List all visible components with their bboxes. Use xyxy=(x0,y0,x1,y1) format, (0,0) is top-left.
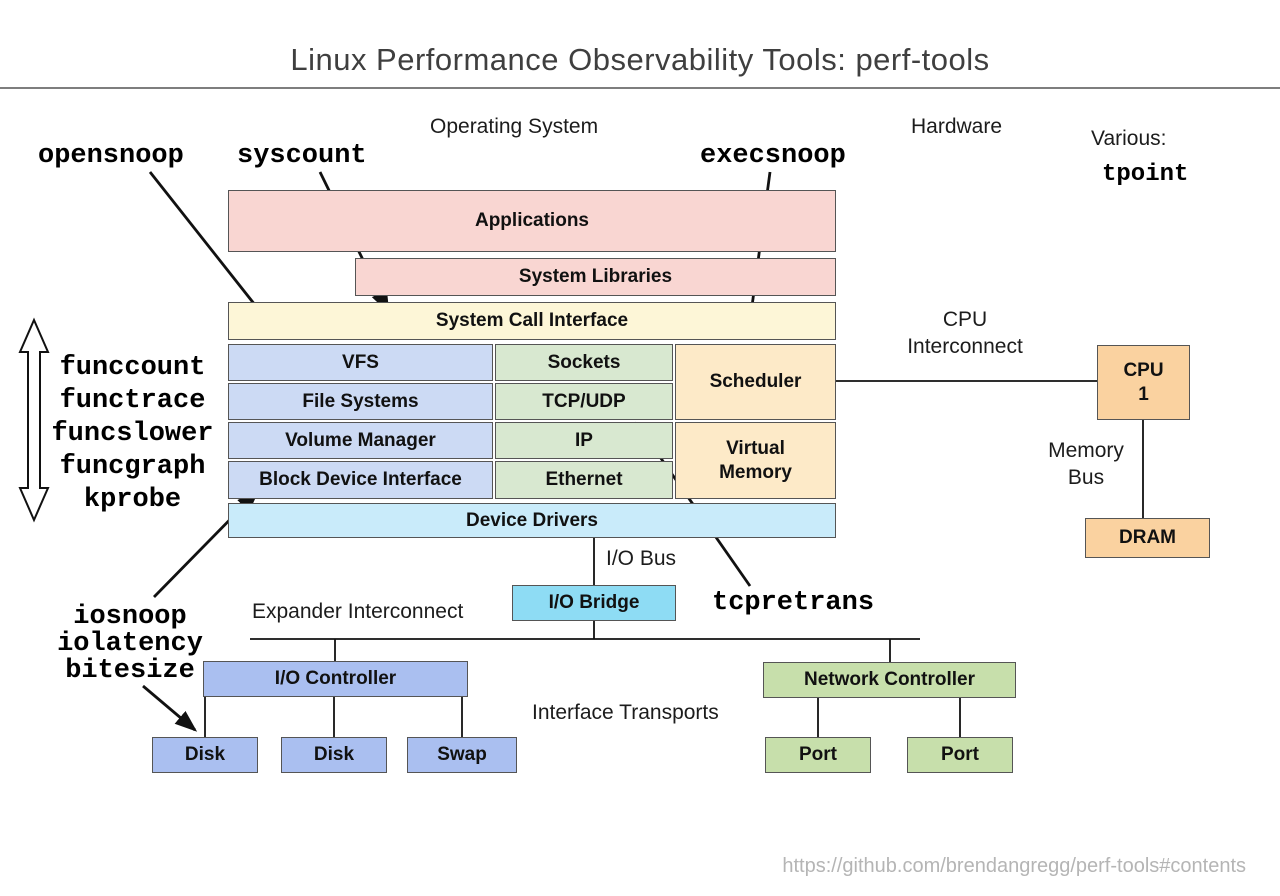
expander-interconnect-label: Expander Interconnect xyxy=(252,600,464,623)
volume-manager-box: Volume Manager xyxy=(228,422,493,459)
tool-funccount: funccount xyxy=(59,353,206,383)
network-controller-box: Network Controller xyxy=(763,662,1016,698)
func-tool-group: funccount functrace funcslower funcgraph… xyxy=(40,352,225,517)
dram-box: DRAM xyxy=(1085,518,1210,558)
tool-tcpretrans: tcpretrans xyxy=(712,588,875,618)
block-device-interface-box: Block Device Interface xyxy=(228,461,493,499)
interface-transports-label: Interface Transports xyxy=(532,701,719,724)
tool-iosnoop: iosnoop xyxy=(73,602,187,632)
disk2-box: Disk xyxy=(281,737,387,773)
io-bus-label: I/O Bus xyxy=(606,547,677,570)
tool-execsnoop: execsnoop xyxy=(700,141,846,171)
ethernet-box: Ethernet xyxy=(495,461,673,499)
scheduler-box: Scheduler xyxy=(675,344,836,420)
io-controller-box: I/O Controller xyxy=(203,661,468,697)
tool-syscount: syscount xyxy=(237,141,367,171)
tool-functrace: functrace xyxy=(59,386,206,416)
tool-kprobe: kprobe xyxy=(83,485,182,515)
io-bridge-box: I/O Bridge xyxy=(512,585,676,621)
cpu-box: CPU 1 xyxy=(1097,345,1190,420)
virtual-memory-box: Virtual Memory xyxy=(675,422,836,499)
footer-url: https://github.com/brendangregg/perf-too… xyxy=(782,855,1246,877)
tool-bitesize: bitesize xyxy=(65,656,195,686)
sockets-box: Sockets xyxy=(495,344,673,381)
tool-funcgraph: funcgraph xyxy=(59,452,206,482)
vfs-box: VFS xyxy=(228,344,493,381)
device-drivers-box: Device Drivers xyxy=(228,503,836,538)
port2-box: Port xyxy=(907,737,1013,773)
applications-box: Applications xyxy=(228,190,836,252)
tool-tpoint: tpoint xyxy=(1102,161,1189,188)
io-tool-group: iosnoop iolatency bitesize xyxy=(44,604,216,685)
system-libraries-box: System Libraries xyxy=(355,258,836,296)
disk1-box: Disk xyxy=(152,737,258,773)
various-label: Various: xyxy=(1091,127,1167,150)
page-title: Linux Performance Observability Tools: p… xyxy=(290,42,990,77)
tcp-udp-box: TCP/UDP xyxy=(495,383,673,420)
ip-box: IP xyxy=(495,422,673,459)
cpu-interconnect-label: CPU Interconnect xyxy=(907,308,1023,358)
system-call-interface-box: System Call Interface xyxy=(228,302,836,340)
operating-system-label: Operating System xyxy=(430,115,599,138)
tool-opensnoop: opensnoop xyxy=(38,141,184,171)
bitesize-arrow xyxy=(142,684,198,732)
tool-funcslower: funcslower xyxy=(51,419,214,449)
tool-iolatency: iolatency xyxy=(57,629,203,659)
title-divider xyxy=(0,87,1280,89)
swap-box: Swap xyxy=(407,737,517,773)
memory-bus-label: Memory Bus xyxy=(1048,439,1124,489)
hardware-label: Hardware xyxy=(911,115,1003,138)
port1-box: Port xyxy=(765,737,871,773)
file-systems-box: File Systems xyxy=(228,383,493,420)
